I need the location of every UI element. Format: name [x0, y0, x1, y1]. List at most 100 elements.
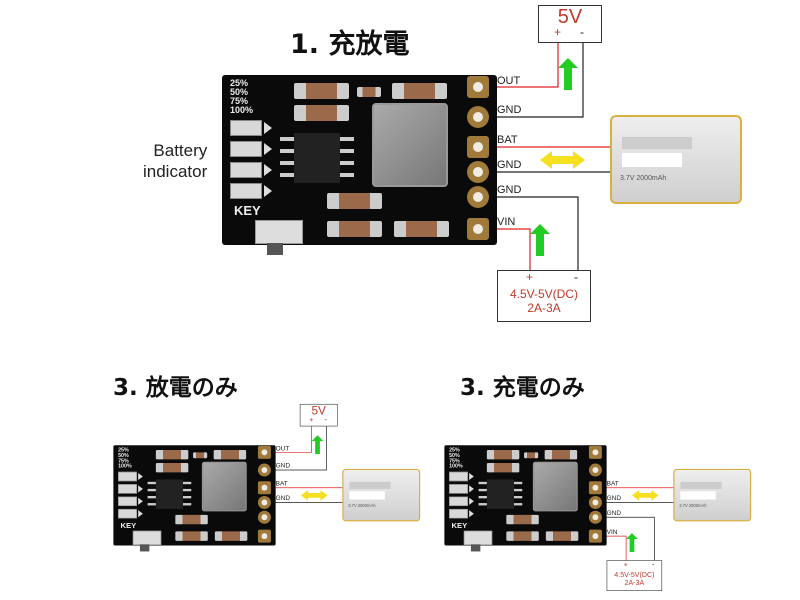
level-label: 25%: [118, 447, 129, 453]
smd-component: [392, 83, 447, 99]
pin-label-vin: VIN: [606, 528, 618, 536]
green-arrow-icon: [626, 533, 638, 553]
smd-component: [545, 531, 579, 541]
smd-component: [486, 449, 520, 460]
indicator-line1: Battery: [153, 141, 208, 160]
wiring: [263, 423, 344, 503]
battery-wires: [477, 146, 612, 173]
smd-component: [327, 221, 382, 237]
diagram-charge-only: 25% 50% 75% 100% KEY OUT GND BAT GND: [396, 401, 762, 596]
triangle-icon: [469, 497, 474, 505]
smd-component: [394, 221, 449, 237]
pin-label-gnd: GND: [497, 104, 522, 116]
bidirectional-arrow-icon: [632, 490, 659, 501]
green-arrow-icon: [530, 224, 550, 256]
led: [118, 496, 137, 507]
battery-indicator-label: Battery indicator: [143, 140, 207, 182]
level-label: 100%: [230, 105, 254, 115]
input-current: 2A-3A: [624, 578, 645, 587]
output-5v-box: 5V: [538, 5, 602, 43]
smd-component: [155, 462, 189, 473]
switch-knob[interactable]: [470, 544, 481, 552]
switch-knob[interactable]: [139, 544, 150, 552]
pad-vin: [467, 218, 489, 240]
led: [230, 162, 262, 178]
pad-gnd: [257, 495, 271, 509]
title-charge-discharge: 1. 充放電: [290, 29, 410, 60]
pin-label-bat: BAT: [275, 480, 288, 488]
title-charge-only: 3. 充電のみ: [460, 375, 585, 401]
led: [449, 471, 468, 482]
smd-component: [175, 514, 208, 525]
pad-gnd: [588, 463, 602, 477]
pin-label-gnd: GND: [606, 494, 622, 502]
triangle-icon: [138, 510, 143, 518]
ic-chip: [486, 479, 514, 509]
triangle-icon: [264, 143, 272, 155]
triangle-icon: [138, 497, 143, 505]
ic-chip: [155, 479, 183, 509]
diagram-discharge-only: 25% 50% 75% 100% KEY OUT GND BAT GND: [65, 401, 431, 596]
triangle-icon: [264, 122, 272, 134]
led: [118, 484, 137, 494]
bidirectional-arrow-icon: [540, 151, 585, 169]
pin-label-bat: BAT: [497, 134, 518, 146]
key-switch[interactable]: [463, 530, 493, 545]
battery-spec: 3.7V 2000mAh: [348, 504, 376, 509]
lipo-battery: 3.7V 2000mAh: [610, 115, 742, 204]
pcb-board: 25% 50% 75% 100% KEY: [113, 445, 276, 552]
smd-component: [214, 531, 248, 541]
title-discharge-only: 3. 放電のみ: [113, 375, 238, 401]
led: [230, 183, 262, 199]
output-wires: [263, 423, 327, 471]
input-power-box: 4.5V-5V(DC) 2A-3A: [606, 560, 663, 591]
plus-sign: +: [526, 270, 534, 284]
level-label: 75%: [118, 457, 129, 464]
plus-sign: +: [623, 560, 628, 569]
pad-gnd: [467, 106, 489, 128]
pad-gnd: [257, 463, 271, 477]
pad-gnd: [588, 510, 602, 524]
battery-spec: 3.7V 2000mAh: [679, 504, 707, 509]
pin-label-gnd: GND: [497, 159, 522, 171]
switch-knob[interactable]: [267, 243, 283, 255]
wiring: [477, 38, 612, 272]
smd-component: [175, 531, 208, 541]
smd-component: [506, 531, 539, 541]
led: [118, 508, 137, 519]
minus-sign: -: [580, 25, 584, 39]
pad-vin: [588, 529, 602, 543]
battery-wires: [263, 487, 344, 503]
green-arrow-icon: [311, 435, 324, 455]
plus-sign: +: [309, 415, 314, 425]
output-voltage: 5V: [557, 6, 583, 28]
level-label: 50%: [449, 452, 460, 459]
smd-component: [544, 449, 578, 460]
key-switch[interactable]: [132, 530, 162, 545]
inductor: [201, 461, 247, 512]
led: [449, 484, 468, 494]
smd-component: [294, 83, 349, 99]
pin-label-gnd: GND: [606, 509, 622, 517]
triangle-icon: [264, 185, 272, 197]
ic-chip: [294, 133, 340, 183]
pin-label-vin: VIN: [497, 216, 516, 228]
key-switch[interactable]: [255, 220, 303, 244]
diagram-charge-discharge: 25% 50% 75% 100% KEY OUT GND BAT GND: [140, 0, 760, 330]
pin-label-gnd: GND: [275, 462, 291, 470]
green-arrow-icon: [558, 58, 578, 90]
smd-component: [524, 452, 539, 459]
level-label: 50%: [230, 87, 249, 97]
smd-component: [357, 87, 381, 97]
smd-component: [155, 449, 189, 460]
triangle-icon: [469, 485, 474, 493]
pcb-board: 25% 50% 75% 100% KEY: [444, 445, 607, 552]
smd-component: [193, 452, 208, 459]
output-wires: [477, 38, 584, 118]
triangle-icon: [138, 485, 143, 493]
battery-spec: 3.7V 2000mAh: [620, 175, 667, 182]
plus-sign: +: [554, 25, 562, 39]
pad-bat: [467, 136, 489, 158]
minus-sign: -: [574, 270, 578, 284]
minus-sign: -: [324, 415, 327, 425]
